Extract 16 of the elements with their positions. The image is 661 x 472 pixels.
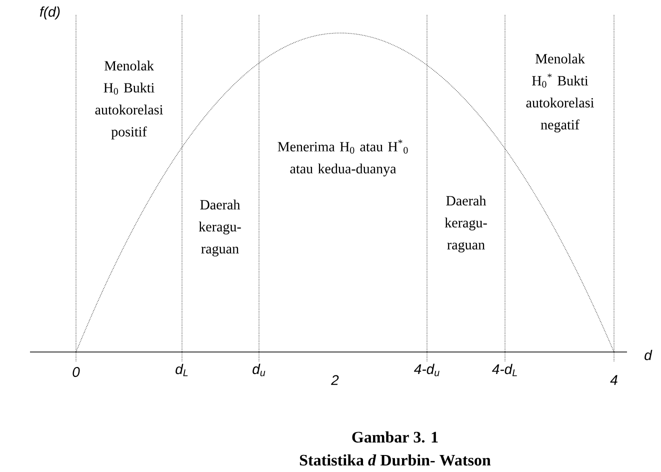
tick-label: 0 <box>72 367 80 377</box>
axis-label: d <box>644 350 652 360</box>
region-label: Daerah keragu-raguan <box>198 200 241 256</box>
figure-title: Gambar 3. 1 <box>352 431 438 443</box>
tick-label: 4 <box>610 375 618 385</box>
tick-label: d$_{L}$ <box>176 364 188 376</box>
figure-caption: Statistika d Durbin- Watson <box>300 454 491 466</box>
tick-label: 4-d$_{L}$ <box>492 364 517 376</box>
region-label: Menolak H$_{0}$$^{*}$ Bukti autokorelasi negatif <box>526 54 594 132</box>
region-label: Daerah keragu-raguan <box>444 196 487 252</box>
axis-label: f(d) <box>40 6 60 20</box>
tick-label: 4-d$_{u}$ <box>414 364 440 376</box>
region-label: Menolak H$_{0}$ Bukti autokorelasi positif <box>95 60 163 140</box>
tick-label: 2 <box>331 375 339 385</box>
tick-label: d$_{u}$ <box>252 364 266 376</box>
region-label: Menerima H$_{0}$ atau H$^{*}$0 atau kedua-duanya <box>278 140 408 176</box>
